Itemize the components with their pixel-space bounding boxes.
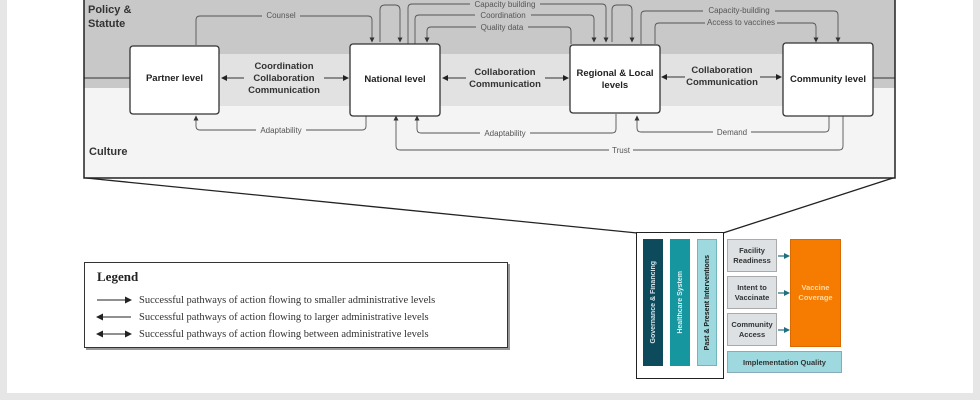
model-context-box: Governance & Financing Healthcare System… bbox=[636, 232, 724, 379]
middle-band bbox=[196, 54, 818, 106]
arrow-left-icon bbox=[96, 313, 131, 321]
regional-level-label-2: levels bbox=[602, 80, 628, 91]
regional-community-label-2: Communication bbox=[686, 77, 758, 88]
partner-level-label: Partner level bbox=[146, 73, 203, 84]
capacity-building-2-label: Capacity-building bbox=[708, 6, 769, 15]
quality-data-label: Quality data bbox=[481, 23, 524, 32]
partner-level-box[interactable]: Partner level bbox=[129, 45, 220, 115]
community-level-box[interactable]: Community level bbox=[782, 42, 874, 117]
regional-level-label: Regional & Local bbox=[576, 68, 653, 79]
loop-connector bbox=[379, 4, 403, 43]
legend-item-between: Successful pathways of action flowing be… bbox=[95, 327, 429, 341]
policy-zone-label-2: Statute bbox=[88, 18, 125, 30]
capacity-building-label: Capacity building bbox=[475, 0, 536, 9]
legend: Legend Successful pathways of action flo… bbox=[84, 262, 508, 348]
governance-financing-bar: Governance & Financing bbox=[643, 239, 663, 366]
adaptability-1-label: Adaptability bbox=[260, 126, 301, 135]
national-regional-label-1: Collaboration bbox=[474, 67, 535, 78]
zoom-line-left bbox=[85, 177, 638, 234]
coordination-label: Coordination bbox=[480, 11, 525, 20]
demand-label: Demand bbox=[717, 128, 747, 137]
culture-zone-label: Culture bbox=[89, 146, 128, 158]
national-regional-label-2: Communication bbox=[469, 79, 541, 90]
community-level-label: Community level bbox=[790, 74, 866, 85]
partner-national-label-2: Collaboration bbox=[253, 73, 314, 84]
diagram-border bbox=[83, 0, 896, 179]
regional-local-level-box[interactable]: Regional & Local levels bbox=[569, 44, 661, 114]
trust-label: Trust bbox=[612, 146, 631, 155]
national-level-box[interactable]: National level bbox=[349, 43, 441, 117]
past-present-interventions-bar: Past & Present Interventions bbox=[697, 239, 717, 366]
regional-community-label-1: Collaboration bbox=[691, 65, 752, 76]
implementation-quality-box: Implementation Quality bbox=[727, 351, 842, 373]
partner-national-label-3: Communication bbox=[248, 85, 320, 96]
facility-arrowhead bbox=[784, 253, 790, 259]
legend-item-upward: Successful pathways of action flowing to… bbox=[95, 310, 429, 324]
legend-item-downward: Successful pathways of action flowing to… bbox=[95, 293, 435, 307]
national-level-label: National level bbox=[364, 74, 425, 85]
healthcare-system-bar: Healthcare System bbox=[670, 239, 690, 366]
arrow-right-icon bbox=[97, 296, 132, 304]
partner-national-label-1: Coordination bbox=[254, 61, 313, 72]
intent-arrowhead bbox=[784, 290, 790, 296]
adaptability-2-label: Adaptability bbox=[484, 129, 525, 138]
policy-zone-label: Policy & bbox=[88, 4, 131, 16]
access-arrowhead bbox=[784, 327, 790, 333]
counsel-label: Counsel bbox=[266, 11, 296, 20]
zoom-line-right bbox=[722, 177, 894, 234]
access-vaccines-label: Access to vaccines bbox=[707, 18, 775, 27]
legend-title: Legend bbox=[97, 269, 139, 284]
loop-connector-2 bbox=[611, 4, 635, 43]
arrow-bidirectional-icon bbox=[96, 330, 132, 338]
